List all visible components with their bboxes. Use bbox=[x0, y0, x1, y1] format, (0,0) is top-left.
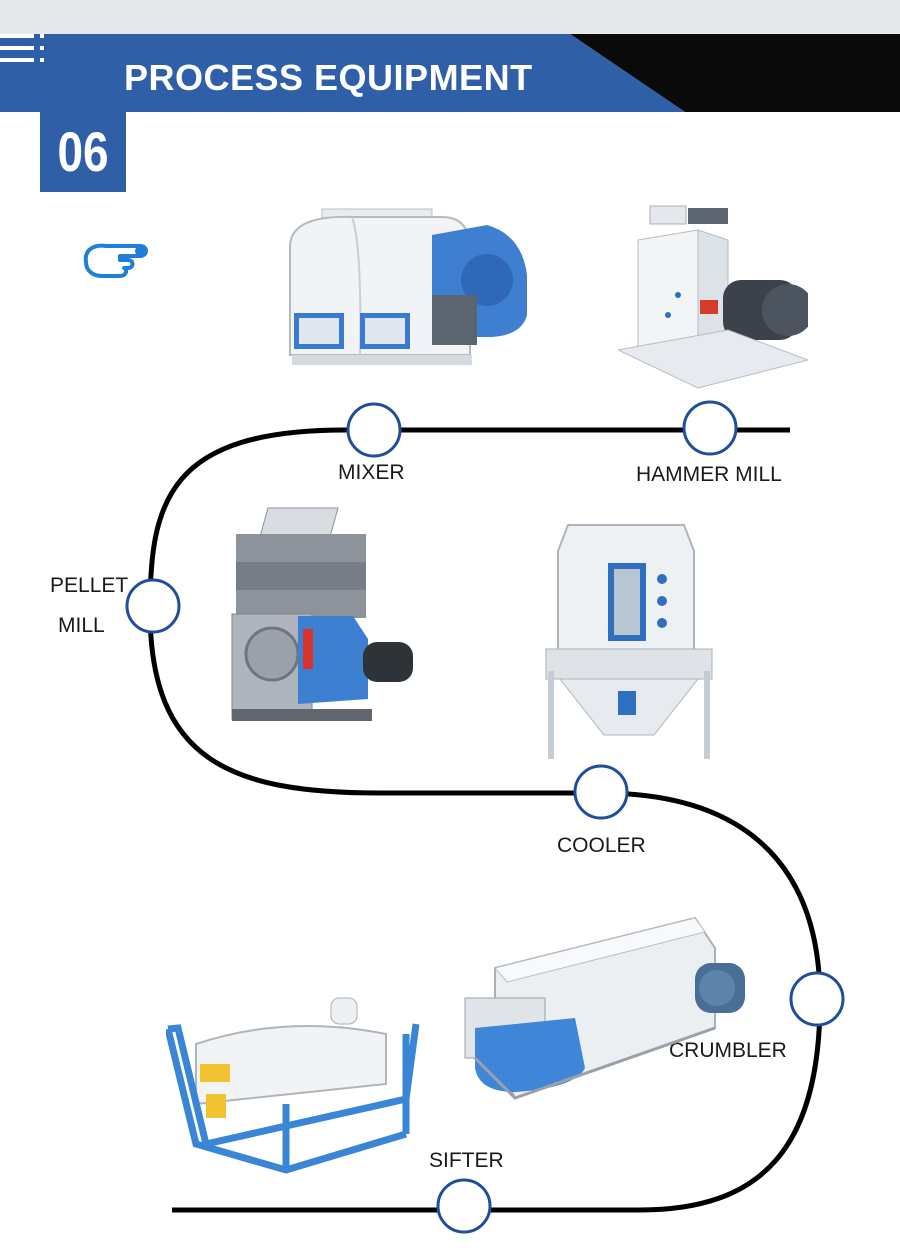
hammer-mill-image bbox=[618, 205, 808, 389]
label-pellet-mill-line1: PELLET bbox=[50, 574, 129, 597]
flow-node-cooler bbox=[573, 764, 629, 820]
flow-node-hammer-mill bbox=[682, 400, 738, 456]
top-strip bbox=[0, 0, 900, 34]
menu-icon[interactable] bbox=[0, 34, 48, 64]
pointing-hand-icon bbox=[83, 243, 148, 278]
section-number: 06 bbox=[57, 120, 109, 183]
flow-node-mixer bbox=[346, 402, 402, 458]
header-band bbox=[0, 34, 900, 112]
label-mixer: MIXER bbox=[338, 461, 405, 484]
sifter-image bbox=[166, 997, 420, 1174]
crumbler-image bbox=[464, 916, 745, 1100]
section-title: PROCESS EQUIPMENT bbox=[124, 57, 533, 98]
section-header: PROCESS EQUIPMENT bbox=[0, 34, 900, 112]
cooler-image bbox=[545, 524, 713, 759]
label-pellet-mill-line2: MILL bbox=[58, 614, 105, 637]
pellet-mill-image bbox=[231, 507, 413, 721]
flow-node-pellet-mill bbox=[125, 578, 181, 634]
label-crumbler: CRUMBLER bbox=[669, 1039, 787, 1062]
flow-node-sifter bbox=[436, 1178, 492, 1234]
flow-node-crumbler bbox=[789, 971, 845, 1027]
label-sifter: SIFTER bbox=[429, 1149, 504, 1172]
label-hammer-mill: HAMMER MILL bbox=[636, 463, 782, 486]
mixer-image bbox=[289, 208, 527, 365]
section-number-badge: 06 bbox=[40, 112, 126, 192]
flow-line bbox=[147, 427, 823, 1213]
label-cooler: COOLER bbox=[557, 834, 646, 857]
